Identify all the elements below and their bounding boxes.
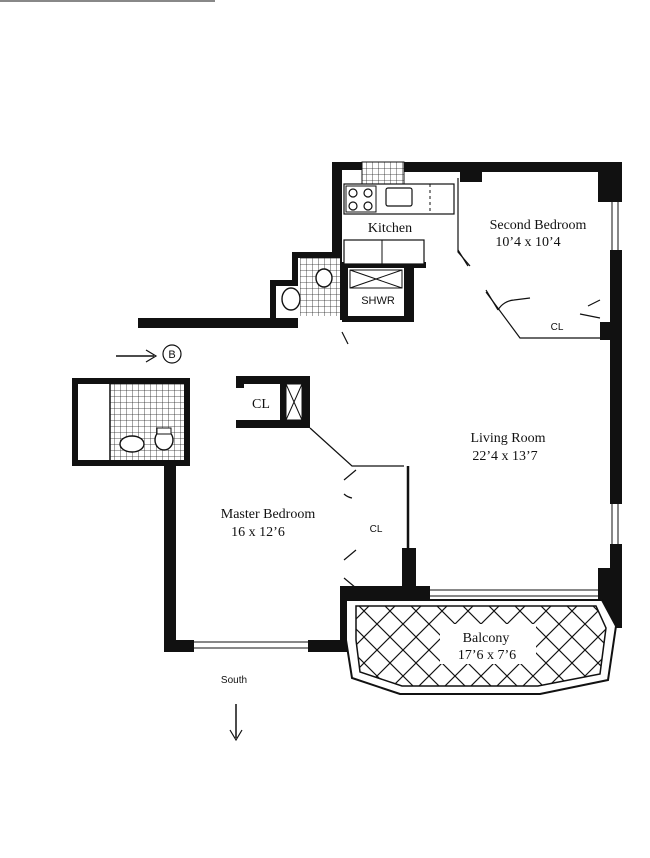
burner-icon — [348, 201, 358, 211]
sink-icon — [385, 187, 413, 207]
upper-bath-fixtures — [281, 258, 403, 316]
shower-label: SHWR — [361, 295, 395, 307]
second-bedroom-dims: 10’4 x 10’4 — [495, 235, 560, 250]
living-room-dims: 22’4 x 13’7 — [472, 449, 537, 464]
sink-icon — [119, 435, 145, 453]
compass-arrow — [229, 704, 243, 742]
kitchen-counter — [343, 239, 425, 265]
closet-fixtures — [285, 383, 303, 421]
entry-marker-label: B — [168, 349, 175, 361]
closet-master-side-label: CL — [370, 524, 383, 535]
east-wall — [610, 250, 622, 504]
burner-icon — [348, 188, 358, 198]
balcony — [345, 599, 618, 695]
kitchen-west-wall — [332, 162, 342, 268]
closet-second-label: CL — [551, 322, 564, 333]
balcony-dims: 17’6 x 7’6 — [458, 648, 516, 663]
master-bedroom-dims: 16 x 12’6 — [231, 525, 285, 540]
toilet-icon — [281, 287, 301, 311]
corridor-wall — [138, 318, 298, 328]
second-bedroom-label: Second Bedroom — [490, 218, 587, 233]
living-room-label: Living Room — [470, 431, 545, 446]
burner-icon — [363, 201, 373, 211]
east-wall-top — [598, 162, 622, 202]
kitchen-fixtures — [343, 161, 455, 265]
closet-master-top-label: CL — [252, 397, 270, 412]
north-wall — [404, 162, 622, 172]
kitchen-label: Kitchen — [368, 221, 412, 236]
west-wall — [164, 466, 176, 652]
entry-arrow: B — [116, 344, 182, 364]
doors — [341, 249, 601, 589]
compass-label: South — [221, 675, 247, 686]
balcony-label: Balcony — [463, 631, 510, 646]
sink-icon — [315, 268, 333, 288]
left-bath-fixtures — [109, 384, 184, 460]
burner-icon — [363, 188, 373, 198]
entry-marker-circle — [162, 344, 182, 364]
master-bedroom-label: Master Bedroom — [221, 507, 316, 522]
